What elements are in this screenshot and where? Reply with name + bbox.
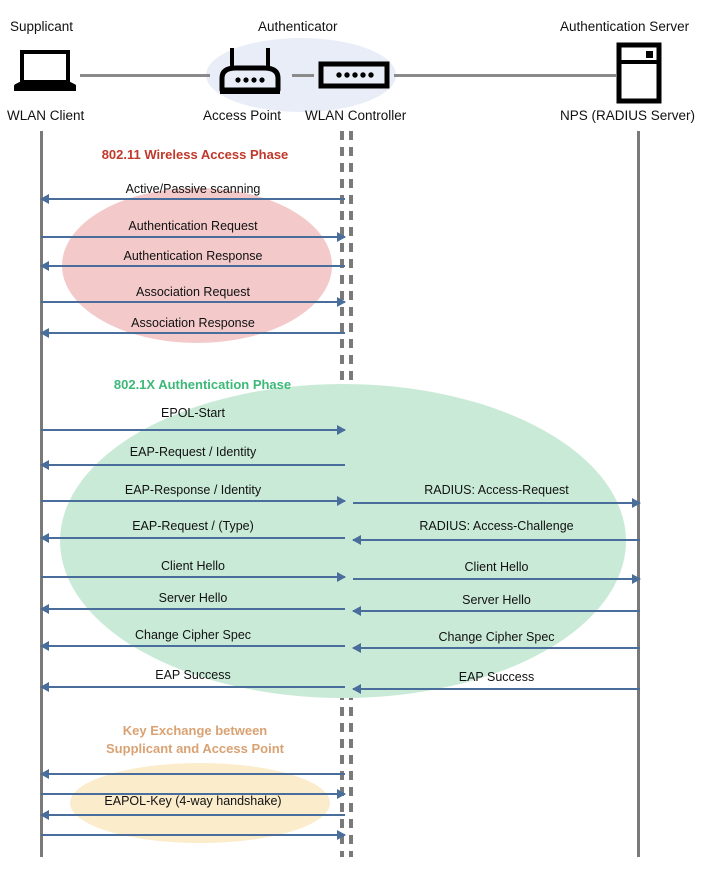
arrowhead-left-icon xyxy=(40,810,49,820)
arrowhead-right-icon xyxy=(337,789,346,799)
message-server-hello-right: Server Hello xyxy=(462,593,531,607)
arrowhead-right-icon xyxy=(337,425,346,435)
arrow-association-response xyxy=(40,328,345,338)
message-change-cipher-spec-left: Change Cipher Spec xyxy=(134,628,252,642)
laptop-icon xyxy=(10,48,80,101)
node-label-access-point: Access Point xyxy=(203,108,282,123)
message-radius-access-challenge: RADIUS: Access-Challenge xyxy=(419,519,574,533)
column-title-supplicant: Supplicant xyxy=(10,19,74,34)
arrowhead-right-icon xyxy=(632,498,641,508)
arrow-key-exchange-1 xyxy=(40,769,345,779)
arrowhead-left-icon xyxy=(40,533,49,543)
message-server-hello-left: Server Hello xyxy=(158,591,228,605)
access-point-icon xyxy=(212,44,288,105)
arrow-change-cipher-spec-right xyxy=(352,643,640,653)
message-epol-start: EPOL-Start xyxy=(161,406,225,420)
message-client-hello-left: Client Hello xyxy=(161,559,225,573)
message-eapol-key-4way-handshake: EAPOL-Key (4-way handshake) xyxy=(104,794,282,808)
arrow-key-exchange-2 xyxy=(41,789,346,799)
arrowhead-right-icon xyxy=(337,496,346,506)
server-icon xyxy=(616,42,662,109)
column-title-authentication-server: Authentication Server xyxy=(560,19,690,34)
arrowhead-left-icon xyxy=(40,682,49,692)
message-authentication-request: Authentication Request xyxy=(128,219,258,233)
arrowhead-left-icon xyxy=(40,460,49,470)
phase-label-key-exchange-line1: Key Exchange between xyxy=(122,723,268,738)
arrowhead-left-icon xyxy=(40,328,49,338)
message-eap-request-identity: EAP-Request / Identity xyxy=(129,445,257,459)
message-radius-access-request: RADIUS: Access-Request xyxy=(424,483,569,497)
arrowhead-left-icon xyxy=(352,684,361,694)
node-label-nps-radius-server: NPS (RADIUS Server) xyxy=(560,108,696,123)
wlan-controller-icon xyxy=(318,60,390,95)
arrow-eap-success-left xyxy=(40,682,345,692)
message-association-request: Association Request xyxy=(136,285,250,299)
message-authentication-response: Authentication Response xyxy=(123,249,263,263)
lifeline-authentication-server xyxy=(637,131,640,857)
wire-ap-to-controller xyxy=(292,74,314,77)
arrowhead-left-icon xyxy=(40,194,49,204)
arrowhead-left-icon xyxy=(352,606,361,616)
arrowhead-right-icon xyxy=(337,232,346,242)
message-eap-success-right: EAP Success xyxy=(458,670,535,684)
column-title-authenticator: Authenticator xyxy=(258,19,338,34)
wire-client-to-ap xyxy=(80,74,210,77)
message-eap-success-left: EAP Success xyxy=(155,668,231,682)
message-eap-response-identity: EAP-Response / Identity xyxy=(124,483,262,497)
arrow-radius-access-request xyxy=(353,498,641,508)
arrow-key-exchange-4 xyxy=(41,830,346,840)
arrowhead-left-icon xyxy=(40,641,49,651)
arrowhead-left-icon xyxy=(352,535,361,545)
arrow-client-hello-right xyxy=(353,574,641,584)
arrowhead-right-icon xyxy=(632,574,641,584)
arrowhead-left-icon xyxy=(40,604,49,614)
arrow-association-request xyxy=(41,297,346,307)
arrow-server-hello-left xyxy=(40,604,345,614)
message-active-passive-scanning: Active/Passive scanning xyxy=(125,182,261,196)
arrowhead-right-icon xyxy=(337,572,346,582)
arrowhead-right-icon xyxy=(337,297,346,307)
arrow-radius-access-challenge xyxy=(352,535,640,545)
arrow-authentication-response xyxy=(40,261,345,271)
node-label-wlan-client: WLAN Client xyxy=(7,108,85,123)
phase-ellipse-key-exchange xyxy=(70,763,330,843)
node-label-wlan-controller: WLAN Controller xyxy=(305,108,407,123)
arrow-client-hello-left xyxy=(41,572,346,582)
phase-label-dot1x-auth: 802.1X Authentication Phase xyxy=(113,377,292,392)
arrow-authentication-request xyxy=(41,232,346,242)
arrowhead-left-icon xyxy=(40,261,49,271)
phase-label-key-exchange-line2: Supplicant and Access Point xyxy=(106,741,284,756)
arrowhead-right-icon xyxy=(337,830,346,840)
message-association-response: Association Response xyxy=(131,316,255,330)
arrow-server-hello-right xyxy=(352,606,640,616)
arrow-key-exchange-3 xyxy=(40,810,345,820)
arrowhead-left-icon xyxy=(40,769,49,779)
arrow-eap-response-identity xyxy=(41,496,346,506)
arrow-eap-request-identity xyxy=(40,460,345,470)
message-eap-request-type: EAP-Request / (Type) xyxy=(132,519,254,533)
arrow-active-passive-scanning xyxy=(40,194,345,204)
message-change-cipher-spec-right: Change Cipher Spec xyxy=(438,630,555,644)
arrow-eap-success-right xyxy=(352,684,640,694)
arrow-change-cipher-spec-left xyxy=(40,641,345,651)
message-client-hello-right: Client Hello xyxy=(464,560,529,574)
wire-controller-to-server xyxy=(394,74,616,77)
phase-label-wireless-access: 802.11 Wireless Access Phase xyxy=(101,147,289,162)
arrowhead-left-icon xyxy=(352,643,361,653)
arrow-eap-request-type xyxy=(40,533,345,543)
arrow-epol-start xyxy=(41,425,346,435)
lifeline-supplicant xyxy=(40,131,43,857)
